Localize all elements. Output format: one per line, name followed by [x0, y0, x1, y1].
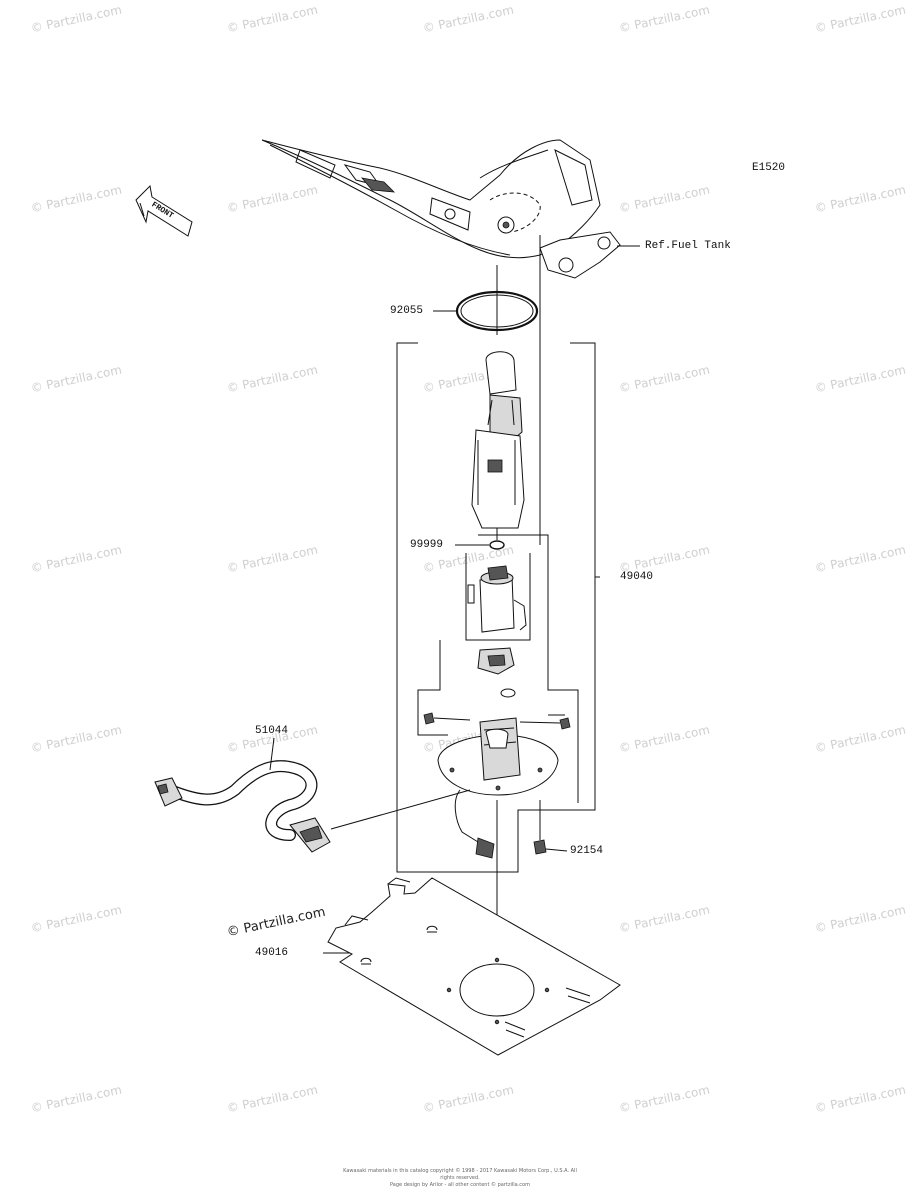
pump-bracket	[417, 534, 579, 803]
figure-code: E1520	[752, 162, 786, 174]
part-label-51044[interactable]: 51044	[255, 725, 289, 737]
fuel-hose	[154, 737, 471, 853]
copyright-footer: Kawasaki materials in this catalog copyr…	[340, 1168, 580, 1189]
mounting-screws	[423, 712, 571, 730]
part-label-49016[interactable]: 49016	[255, 947, 289, 959]
part-label-92154[interactable]: 92154	[570, 845, 604, 857]
fuel-pump-upper	[471, 351, 525, 529]
flange-bolt	[533, 839, 568, 855]
front-arrow-icon	[135, 184, 193, 237]
fuel-pump-motor	[467, 565, 527, 633]
pump-filter-base	[477, 647, 516, 698]
part-label-49040[interactable]: 49040	[620, 571, 654, 583]
copyright-line: Kawasaki materials in this catalog copyr…	[343, 1168, 577, 1181]
part-label-92055[interactable]: 92055	[390, 305, 424, 317]
small-o-ring	[455, 540, 505, 550]
ref-fuel-tank-label: Ref.Fuel Tank	[645, 240, 731, 252]
pump-flange-plate	[437, 717, 559, 859]
assembly-bracket	[396, 342, 600, 873]
fuel-tank-illustration	[261, 139, 621, 279]
part-label-99999[interactable]: 99999	[410, 539, 444, 551]
design-credit-line: Page design by Arilor - all other conten…	[390, 1182, 530, 1188]
o-ring-gasket	[433, 290, 539, 332]
gasket-sheet	[323, 877, 621, 1056]
